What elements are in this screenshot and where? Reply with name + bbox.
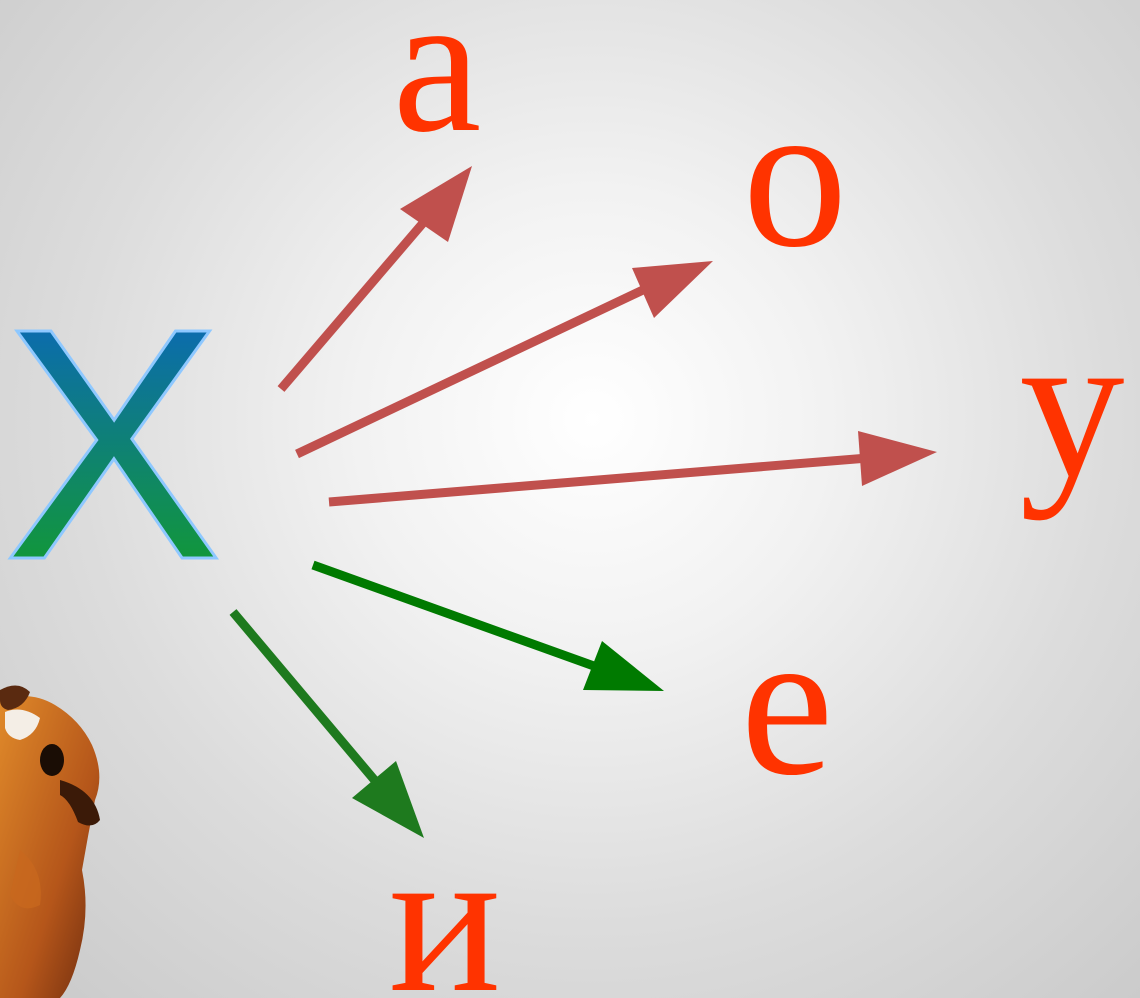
arrow-to-a <box>277 166 472 392</box>
arrow-to-o <box>295 261 713 459</box>
arrow-to-u <box>328 431 937 507</box>
vowel-i: и <box>389 804 501 998</box>
vowel-e: е <box>740 587 833 819</box>
arrow-to-i <box>229 609 424 838</box>
vowel-o: о <box>743 59 848 291</box>
vowel-u: у <box>1020 289 1125 521</box>
source-letter: Х <box>3 259 223 628</box>
vowel-a: а <box>393 0 482 174</box>
bear-cub-icon <box>0 685 100 998</box>
arrow-to-e <box>311 560 664 691</box>
